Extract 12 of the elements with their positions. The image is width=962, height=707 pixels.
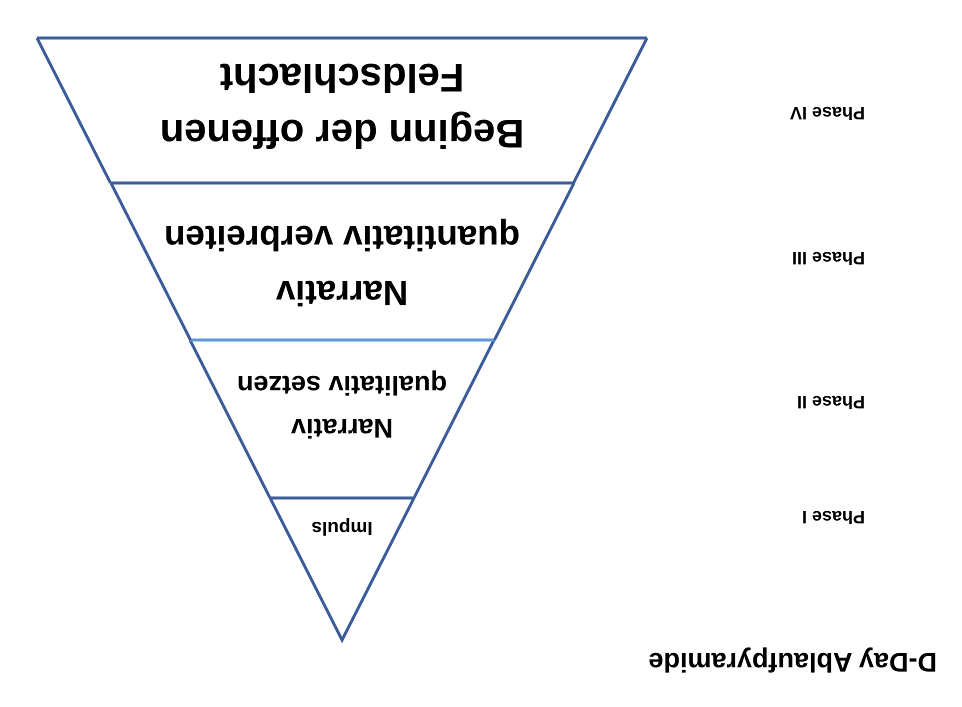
pyramid-section: [190, 340, 494, 498]
pyramid-section: [37, 38, 647, 183]
phase-label: Phase III: [792, 247, 865, 269]
pyramid-section: [110, 183, 574, 340]
section-label: Narrativ quantitativ verbreiten: [164, 217, 520, 314]
phase-label: Phase I: [802, 506, 865, 528]
phase-label: Phase II: [796, 391, 865, 413]
section-label: Narrativ qualitativ setzen: [236, 369, 448, 445]
diagram-title: D-Day Ablaufpyramide: [648, 646, 937, 678]
section-label: Beginn der offenen Feldschlacht: [160, 54, 524, 157]
phase-label: Phase IV: [790, 102, 865, 124]
section-label: Impuls: [311, 516, 373, 539]
